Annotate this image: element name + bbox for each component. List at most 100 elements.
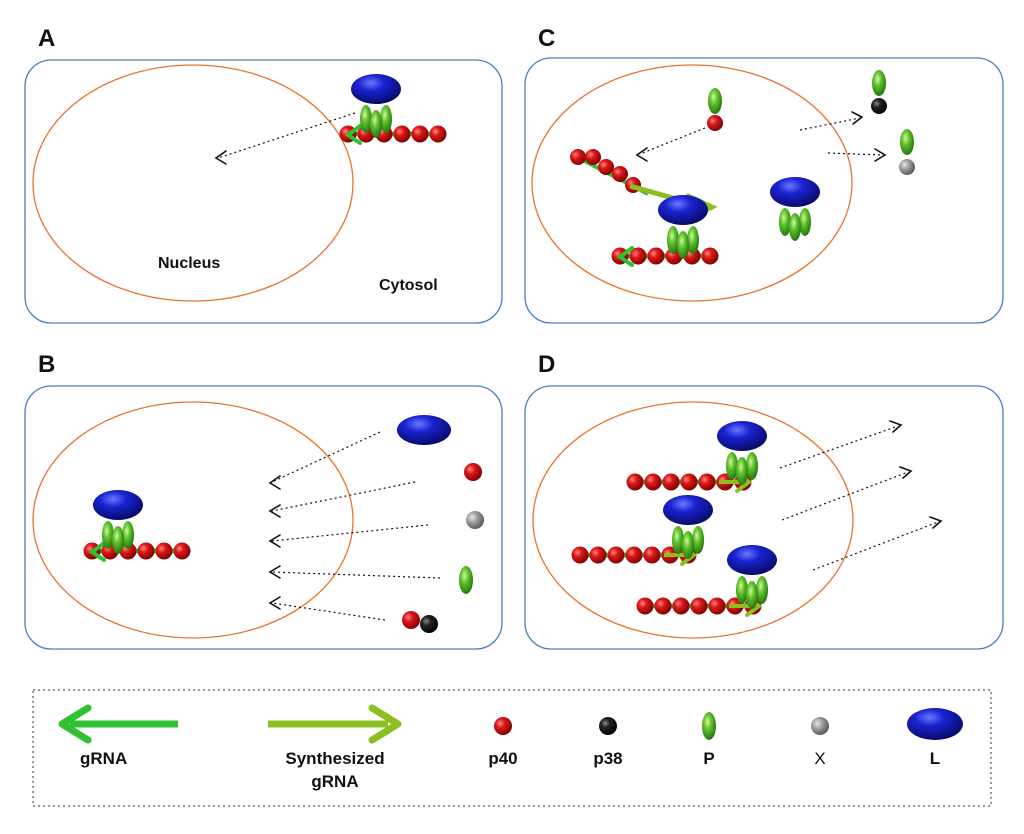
p-protein	[789, 213, 801, 241]
panel-d-cell	[524, 385, 1004, 650]
l-protein	[93, 490, 143, 520]
p40-nucleoprotein	[429, 125, 447, 143]
panel-b-letter: B	[38, 351, 55, 378]
p40-nucleoprotein	[571, 546, 589, 564]
p-protein	[746, 581, 758, 609]
legend-p40-label: p40	[488, 749, 517, 768]
legend-l-icon	[907, 708, 963, 740]
panel-d-nucleus	[532, 401, 854, 639]
p-protein	[667, 226, 679, 254]
legend-synthesized-label-2: gRNA	[311, 772, 358, 791]
grna-direction-icon	[344, 124, 362, 145]
p-protein	[672, 526, 684, 554]
p-protein	[779, 208, 791, 236]
p40-nucleoprotein	[589, 546, 607, 564]
p-protein	[112, 526, 124, 554]
p40-nucleoprotein	[636, 597, 654, 615]
p-protein	[746, 452, 758, 480]
legend-grna-label: gRNA	[80, 749, 127, 768]
legend-p-icon	[702, 712, 716, 740]
cytosol-label: Cytosol	[379, 277, 438, 294]
panel-d-rnp-complex-2	[571, 495, 713, 566]
panel-b-p-protein	[459, 566, 473, 594]
panel-a-letter: A	[38, 25, 55, 52]
p40-nucleoprotein	[701, 247, 719, 265]
panel-b-x	[466, 511, 484, 529]
legend-box	[32, 689, 992, 807]
panel-c-rnp-complex	[611, 195, 719, 267]
legend-p38-icon	[599, 717, 617, 735]
p-protein	[736, 457, 748, 485]
panel-b-nucleus	[32, 401, 354, 639]
p40-nucleoprotein	[643, 546, 661, 564]
panel-c-p-protein	[708, 88, 722, 114]
panel-c-free-polymerase	[770, 177, 820, 241]
p40-nucleoprotein	[629, 247, 647, 265]
panel-b-cell	[24, 385, 503, 650]
panel-b-arrow-p40	[271, 481, 416, 512]
p40-nucleoprotein	[690, 597, 708, 615]
p-protein	[677, 231, 689, 259]
panel-a-rnp-complex	[339, 74, 447, 145]
nucleus-label: Nucleus	[158, 255, 220, 272]
p40-nucleoprotein	[393, 125, 411, 143]
panel-a-arrowhead	[214, 150, 227, 165]
p40-nucleoprotein	[173, 542, 191, 560]
panel-c-cell	[524, 57, 1004, 324]
panel-b-rnp-complex	[83, 490, 191, 562]
l-protein	[727, 545, 777, 575]
p40-nucleoprotein	[708, 597, 726, 615]
grna-direction-icon	[88, 541, 106, 562]
p-protein	[799, 208, 811, 236]
p-protein	[687, 226, 699, 254]
p40-nucleoprotein	[155, 542, 173, 560]
panel-b-p38-bound	[420, 615, 438, 633]
l-protein	[717, 421, 767, 451]
panel-b-p40	[464, 463, 482, 481]
panel-c-p40	[707, 115, 723, 131]
panel-b-arrow-p	[271, 571, 441, 579]
panel-d-rnp-complex-1	[626, 421, 767, 493]
l-protein	[351, 74, 401, 104]
p40-nucleoprotein	[672, 597, 690, 615]
l-protein	[663, 495, 713, 525]
legend: gRNA Synthesized gRNA p40 p38 P X L	[32, 689, 992, 807]
panel-b-p40-bound	[402, 611, 420, 629]
panel-c-nucleus	[531, 64, 853, 302]
panel-b-arrow-p38	[271, 602, 386, 621]
panel-d: D	[524, 351, 1004, 650]
p40-nucleoprotein	[137, 542, 155, 560]
p-protein	[726, 452, 738, 480]
p40-nucleoprotein	[625, 546, 643, 564]
p-protein	[692, 526, 704, 554]
p40-nucleoprotein	[647, 247, 665, 265]
panel-a: A Nucleus Cytosol	[24, 25, 503, 324]
p-protein	[102, 521, 114, 549]
p-protein	[360, 105, 372, 133]
p-protein	[756, 576, 768, 604]
p-protein	[122, 521, 134, 549]
p40-nucleoprotein	[607, 546, 625, 564]
legend-l-label: L	[930, 749, 940, 768]
panel-a-nucleus	[32, 64, 354, 302]
panel-c-p-x-complex	[900, 129, 914, 155]
p40-nucleoprotein	[662, 473, 680, 491]
panel-b-arrow-x	[271, 524, 429, 542]
legend-p40-icon	[494, 717, 512, 735]
panel-b-l-protein	[397, 415, 451, 445]
panel-b: B	[24, 351, 503, 650]
panel-c-letter: C	[538, 25, 555, 52]
p40-nucleoprotein	[411, 125, 429, 143]
legend-p38-label: p38	[593, 749, 622, 768]
legend-x-label: X	[814, 749, 825, 768]
p40-nucleoprotein	[626, 473, 644, 491]
p40-nucleoprotein	[644, 473, 662, 491]
l-protein	[770, 177, 820, 207]
panel-c: C	[524, 25, 1004, 324]
p-protein	[682, 531, 694, 559]
panel-c-p-p38-complex	[872, 70, 886, 96]
p40-nucleoprotein	[119, 542, 137, 560]
legend-x-icon	[811, 717, 829, 735]
p40-nucleoprotein	[654, 597, 672, 615]
